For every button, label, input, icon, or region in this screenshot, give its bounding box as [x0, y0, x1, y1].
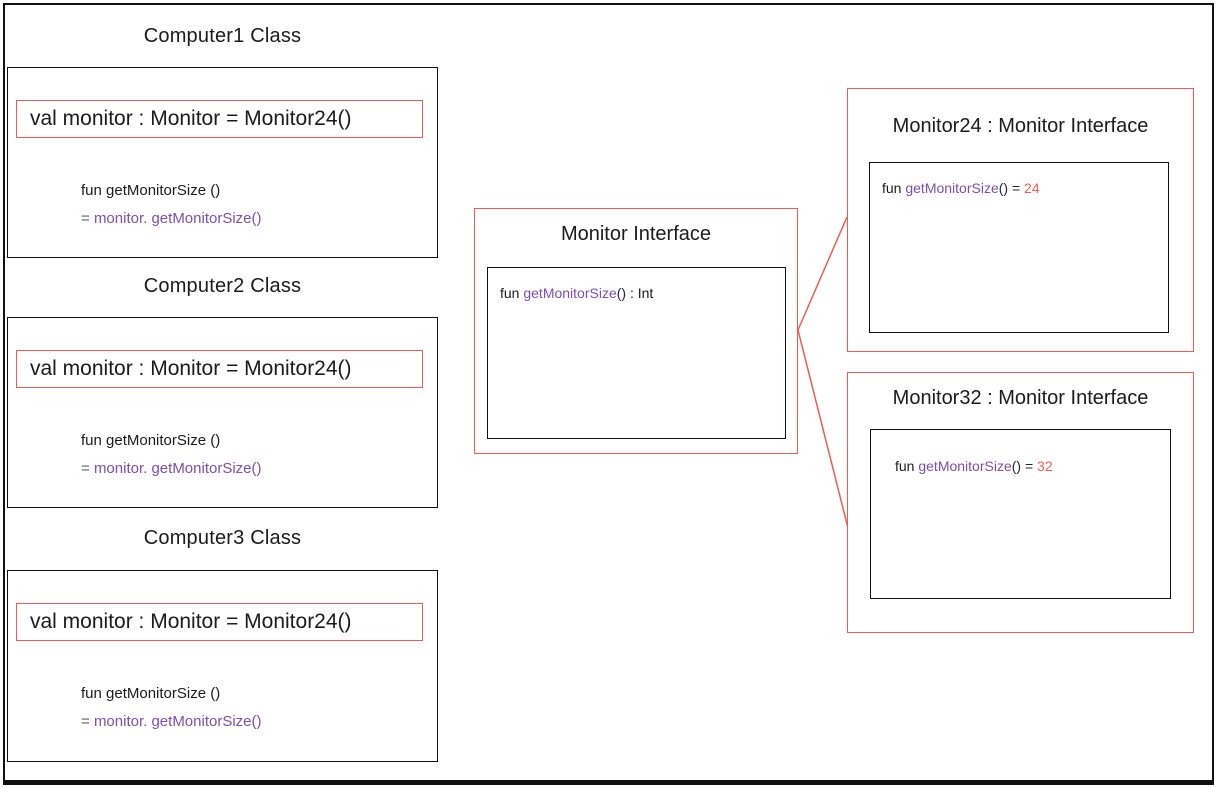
method-name: getMonitorSize	[918, 458, 1012, 474]
monitor24-method: fun getMonitorSize() = 24	[882, 180, 1040, 196]
computer2-fun-body: = monitor. getMonitorSize()	[81, 460, 262, 477]
equals-sign: =	[81, 713, 94, 730]
parens-equals: () =	[1011, 458, 1038, 474]
fun-keyword: fun	[500, 285, 524, 301]
computer1-class-box: val monitor : Monitor = Monitor24() fun …	[7, 67, 438, 258]
monitor24-title: Monitor24 : Monitor Interface	[892, 115, 1149, 137]
connector-interface-to-monitor24	[797, 216, 848, 331]
parens-equals: () =	[998, 180, 1025, 196]
computer1-fun-signature: fun getMonitorSize ()	[81, 182, 221, 199]
monitor24-impl-box: Monitor24 : Monitor Interface fun getMon…	[847, 88, 1194, 352]
monitor24-body-box: fun getMonitorSize() = 24	[869, 162, 1169, 333]
return-type: : Int	[626, 285, 654, 301]
monitor-interface-title: Monitor Interface	[560, 223, 712, 245]
computer2-class-box: val monitor : Monitor = Monitor24() fun …	[7, 317, 438, 508]
val-declaration-text: val monitor : Monitor = Monitor24()	[30, 357, 352, 380]
val-declaration-text: val monitor : Monitor = Monitor24()	[30, 107, 352, 130]
delegation-expression: monitor. getMonitorSize()	[93, 713, 262, 730]
monitor32-title: Monitor32 : Monitor Interface	[892, 387, 1149, 409]
computer3-fun-signature: fun getMonitorSize ()	[81, 685, 221, 702]
monitor-interface-body-box: fun getMonitorSize() : Int	[487, 267, 786, 439]
return-value: 32	[1037, 458, 1053, 474]
monitor32-method: fun getMonitorSize() = 32	[895, 458, 1053, 474]
fun-keyword: fun	[882, 180, 906, 196]
computer1-val-declaration: val monitor : Monitor = Monitor24()	[16, 100, 423, 138]
computer1-class-title: Computer1 Class	[143, 25, 302, 47]
computer3-class-title: Computer3 Class	[143, 527, 302, 549]
computer2-fun-signature: fun getMonitorSize ()	[81, 432, 221, 449]
monitor32-impl-box: Monitor32 : Monitor Interface fun getMon…	[847, 372, 1194, 633]
computer1-fun-body: = monitor. getMonitorSize()	[81, 210, 262, 227]
val-declaration-text: val monitor : Monitor = Monitor24()	[30, 610, 352, 633]
return-value: 24	[1024, 180, 1040, 196]
delegation-expression: monitor. getMonitorSize()	[93, 460, 262, 477]
equals-sign: =	[81, 460, 94, 477]
method-name: getMonitorSize	[523, 285, 617, 301]
computer2-class-title: Computer2 Class	[143, 275, 302, 297]
parentheses: ()	[616, 285, 627, 301]
fun-keyword: fun	[895, 458, 919, 474]
monitor-interface-box: Monitor Interface fun getMonitorSize() :…	[474, 208, 798, 454]
delegation-expression: monitor. getMonitorSize()	[93, 210, 262, 227]
interface-method-signature: fun getMonitorSize() : Int	[500, 285, 653, 301]
computer3-fun-body: = monitor. getMonitorSize()	[81, 713, 262, 730]
computer3-class-box: val monitor : Monitor = Monitor24() fun …	[7, 570, 438, 762]
computer2-val-declaration: val monitor : Monitor = Monitor24()	[16, 350, 423, 388]
connector-interface-to-monitor32	[797, 329, 849, 529]
method-name: getMonitorSize	[905, 180, 999, 196]
computer3-val-declaration: val monitor : Monitor = Monitor24()	[16, 603, 423, 641]
monitor32-body-box: fun getMonitorSize() = 32	[870, 429, 1171, 599]
equals-sign: =	[81, 210, 94, 227]
